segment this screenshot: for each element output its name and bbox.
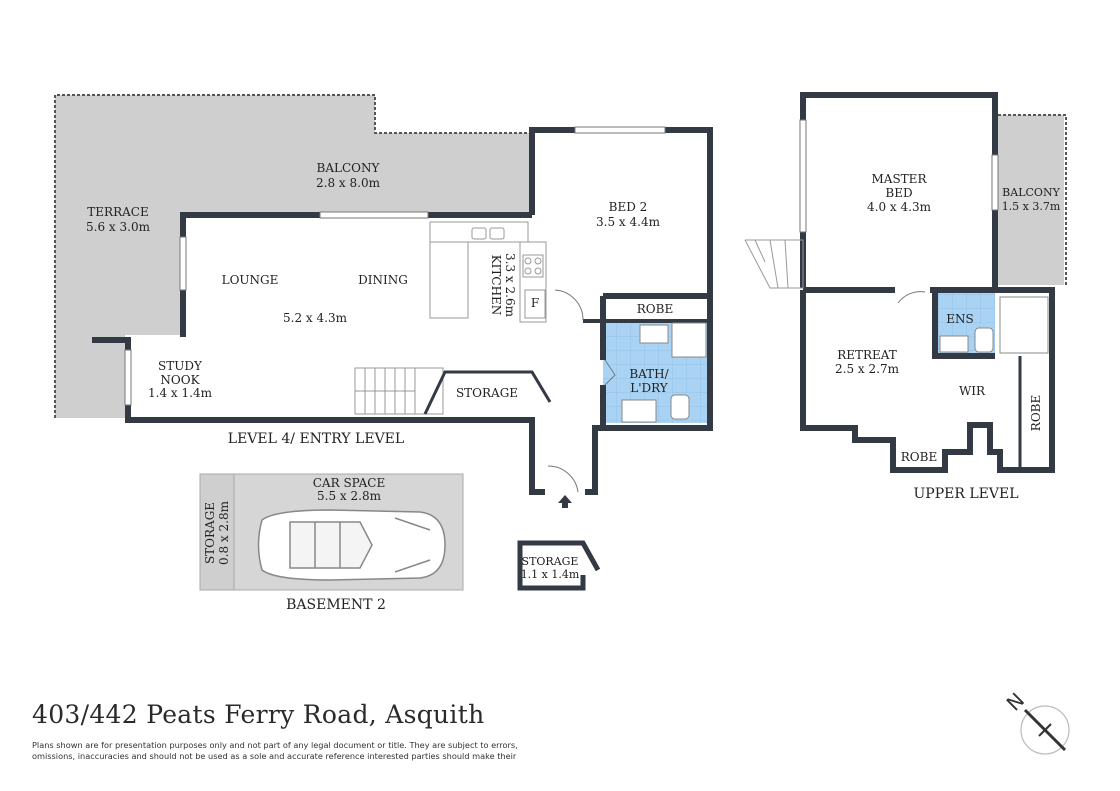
balcony-label: BALCONY [317, 161, 381, 175]
study-label-1: STUDY [158, 359, 203, 373]
living-size: 5.2 x 4.3m [283, 311, 348, 325]
upper-level-plan: MASTER BED 4.0 x 4.3m BALCONY 1.5 x 3.7m… [744, 92, 1067, 502]
balcony-size: 2.8 x 8.0m [316, 176, 381, 190]
terrace-label: TERRACE [87, 205, 148, 219]
compass-icon: N [1002, 688, 1070, 755]
car-space-label: CAR SPACE [313, 476, 386, 490]
bath-label-2: L'DRY [630, 381, 669, 395]
master-label-1: MASTER [872, 172, 928, 186]
balcony-railing [54, 94, 532, 418]
storage-small-size: 1.1 x 1.4m [521, 568, 580, 581]
disclaimer-text: Plans shown are for presentation purpose… [32, 740, 518, 761]
upper-balcony-label: BALCONY [1002, 186, 1060, 199]
kitchen-label: KITCHEN [489, 255, 503, 316]
kitchen-size: 3.3 x 2.6m [503, 253, 517, 318]
ens-label: ENS [946, 312, 973, 326]
terrace-balcony-area [55, 95, 532, 418]
retreat-label: RETREAT [837, 348, 897, 362]
basement-title: BASEMENT 2 [286, 597, 386, 613]
basement-plan: CAR SPACE 5.5 x 2.8m STORAGE 0.8 x 2.8m … [199, 473, 601, 613]
robe-upper-1-label: ROBE [901, 450, 937, 464]
entry-level-title: LEVEL 4/ ENTRY LEVEL [228, 431, 404, 447]
bath-label-1: BATH/ [629, 367, 669, 381]
storage-base-size: 0.8 x 2.8m [217, 500, 231, 565]
master-label-2: BED [885, 186, 912, 200]
dining-label: DINING [358, 273, 408, 287]
fridge-label: F [531, 296, 539, 310]
retreat-size: 2.5 x 2.7m [835, 362, 900, 376]
upper-level-title: UPPER LEVEL [914, 486, 1019, 502]
study-label-2: NOOK [160, 373, 200, 387]
storage-small-label: STORAGE [522, 555, 579, 568]
entry-level-plan: BALCONY 2.8 x 8.0m TERRACE 5.6 x 3.0m LO… [54, 94, 713, 508]
storage-base-label: STORAGE [203, 502, 217, 564]
robe-bed2-label: ROBE [637, 302, 673, 316]
car-space-size: 5.5 x 2.8m [317, 489, 382, 503]
car-icon [257, 509, 446, 581]
terrace-size: 5.6 x 3.0m [86, 220, 151, 234]
wir-label: WIR [959, 384, 986, 398]
upper-balcony-area [998, 115, 1064, 285]
entry-arrow-icon [558, 495, 572, 508]
property-address: 403/442 Peats Ferry Road, Asquith [32, 700, 485, 729]
lounge-label: LOUNGE [222, 273, 279, 287]
bed2-size: 3.5 x 4.4m [596, 215, 661, 229]
upper-balcony-size: 1.5 x 3.7m [1002, 200, 1061, 213]
storage-entry-label: STORAGE [456, 386, 518, 400]
robe-upper-2-label: ROBE [1029, 395, 1043, 431]
bed2-label: BED 2 [609, 200, 648, 214]
master-size: 4.0 x 4.3m [867, 200, 932, 214]
study-size: 1.4 x 1.4m [148, 386, 213, 400]
